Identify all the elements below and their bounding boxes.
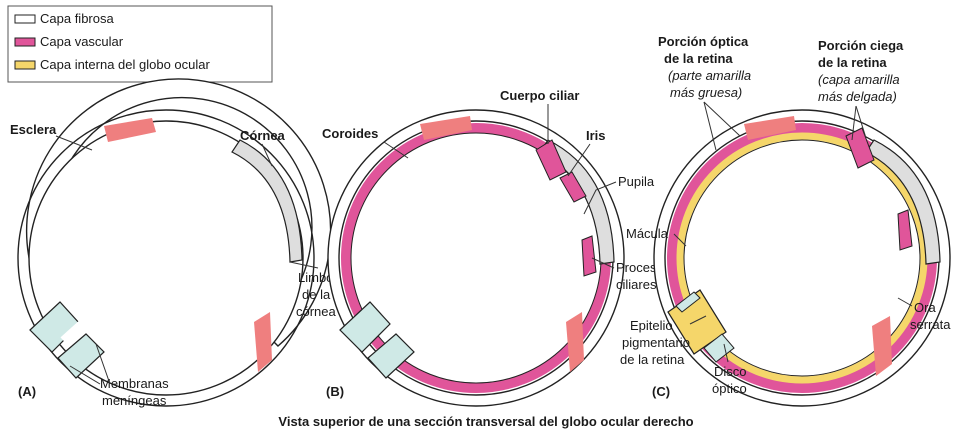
label-ora-2: serrata <box>910 317 951 332</box>
muscle-bottom <box>254 312 272 372</box>
label-ciega-note-2: más delgada) <box>818 89 897 104</box>
retina-c <box>676 132 928 384</box>
label-limbo-1: Limbo <box>298 270 333 285</box>
label-iris: Iris <box>586 128 606 143</box>
legend-label-fibrous: Capa fibrosa <box>40 11 114 26</box>
label-optica-note-2: más gruesa) <box>670 85 742 100</box>
optic-sheath-c2 <box>703 333 735 363</box>
muscle-bottom-b <box>566 312 584 372</box>
ciliary-body <box>535 139 567 181</box>
panel-c-letter: (C) <box>652 384 670 399</box>
optic-gap-a <box>60 317 90 345</box>
retina-inner-line <box>683 139 921 377</box>
label-ciega-1: Porción ciega <box>818 38 904 53</box>
label-cuerpo-ciliar: Cuerpo ciliar <box>500 88 579 103</box>
legend-swatch-vascular <box>14 37 36 47</box>
legend-swatch-inner <box>14 60 36 70</box>
label-optica-note-1: (parte amarilla <box>668 68 751 83</box>
label-epitelio-2: pigmentario <box>622 335 690 350</box>
label-pupila: Pupila <box>618 174 655 189</box>
leader-cornea <box>261 143 273 167</box>
muscle-top-c <box>744 116 796 140</box>
label-macula: Mácula <box>626 226 669 241</box>
panel-b-letter: (B) <box>326 384 344 399</box>
optic-sheath-b <box>339 301 391 353</box>
panel-c: Porción óptica de la retina (parte amari… <box>620 34 951 407</box>
label-ciega-2: de la retina <box>818 55 887 70</box>
sclera-outer <box>17 109 315 407</box>
panel-a-letter: (A) <box>18 384 36 399</box>
leader-ciega-2 <box>855 105 867 139</box>
leader-macula <box>673 233 687 247</box>
leader-esclera <box>55 135 93 151</box>
sclera-inner <box>28 120 304 396</box>
figure-caption: Vista superior de una sección transversa… <box>278 414 693 429</box>
leader-procesos <box>591 257 615 269</box>
label-epitelio-1: Epitelio <box>630 318 673 333</box>
label-limbo-3: córnea <box>296 304 337 319</box>
leader-iris <box>567 143 591 177</box>
leader-limbo <box>289 261 319 269</box>
muscle-top <box>104 118 156 142</box>
label-membranas-2: meníngeas <box>102 393 167 408</box>
leader-ciega-1 <box>851 105 857 141</box>
leader-epitelio <box>689 315 707 325</box>
iris-c <box>897 209 913 251</box>
label-limbo-2: de la <box>302 287 331 302</box>
optic-sheath-c <box>675 291 701 313</box>
optic-sheath-a2 <box>57 333 105 379</box>
label-disco-2: óptico <box>712 381 747 396</box>
leader-coroides <box>383 141 409 159</box>
ciliary-process <box>581 235 597 277</box>
label-disco-1: Disco <box>714 364 747 379</box>
legend-label-inner: Capa interna del globo ocular <box>40 57 211 72</box>
panel-a: Esclera Córnea Limbo de la córnea Membra… <box>10 78 337 408</box>
panel-b: Coroides Cuerpo ciliar Iris Pupila Proce… <box>322 88 671 407</box>
leader-ora <box>897 297 913 307</box>
muscle-top-b <box>420 116 472 140</box>
leader-membranas-1 <box>69 365 101 385</box>
label-esclera: Esclera <box>10 122 57 137</box>
label-ciega-note-1: (capa amarilla <box>818 72 900 87</box>
legend: Capa fibrosa Capa vascular Capa interna … <box>7 5 273 83</box>
legend-swatch-fibrous <box>14 14 36 24</box>
label-optica-1: Porción óptica <box>658 34 749 49</box>
leader-optica-1 <box>703 101 717 151</box>
leader-pupila <box>583 181 617 215</box>
optic-sheath-b2 <box>367 333 415 379</box>
leader-optica-2 <box>703 101 741 137</box>
leader-disco <box>723 343 729 363</box>
iris <box>559 171 587 203</box>
muscle-bottom-c <box>872 316 892 376</box>
leader-membranas-2 <box>95 343 111 385</box>
legend-box <box>7 5 273 83</box>
label-procesos-2: ciliares <box>616 277 657 292</box>
cornea <box>231 139 303 263</box>
label-ora-1: Ora <box>914 300 936 315</box>
cornea-c <box>865 139 941 265</box>
ciliary-body-c <box>845 127 875 169</box>
label-membranas-1: Membranas <box>100 376 169 391</box>
label-epitelio-3: de la retina <box>620 352 685 367</box>
label-optica-2: de la retina <box>664 51 733 66</box>
label-coroides: Coroides <box>322 126 378 141</box>
legend-label-vascular: Capa vascular <box>40 34 124 49</box>
label-cornea: Córnea <box>240 128 286 143</box>
